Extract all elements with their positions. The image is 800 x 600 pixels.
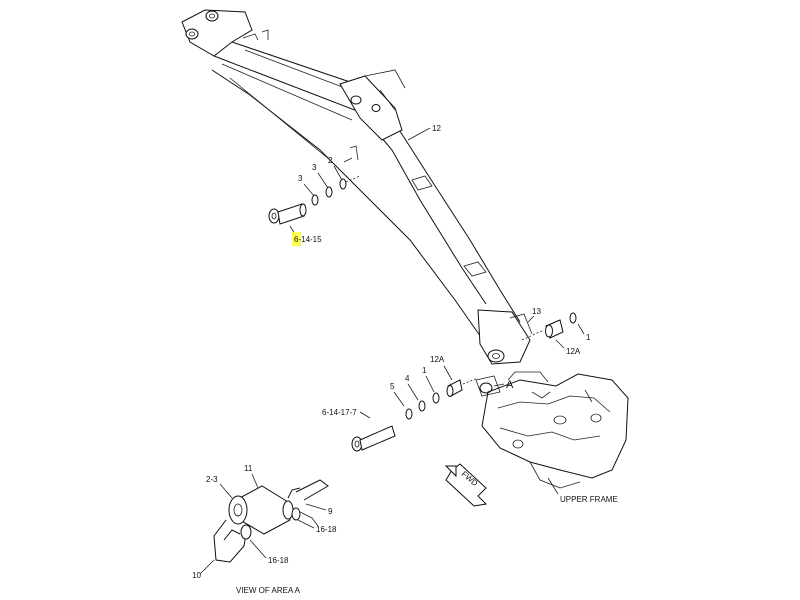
callout-9: 9 [328, 507, 333, 516]
area-a-marker [475, 375, 505, 397]
area-a-detail [213, 479, 329, 563]
label-view-of-area-a: VIEW OF AREA A [236, 586, 301, 595]
callout-3-lower: 3 [312, 163, 317, 172]
callout-4: 4 [405, 374, 410, 383]
callout-12a-left: 12A [430, 355, 445, 364]
label-upper-frame: UPPER FRAME [560, 495, 618, 504]
callout-2: 2 [328, 156, 333, 165]
upper-pin-group [268, 175, 361, 225]
callout-6-14-15: 6-14-15 [294, 235, 322, 244]
callout-13: 13 [532, 307, 541, 316]
callout-1-right: 1 [586, 333, 591, 342]
callout-16-18-left: 16-18 [268, 556, 289, 565]
lower-pin-group [351, 377, 479, 452]
callout-1-left: 1 [422, 366, 427, 375]
callout-3-upper: 3 [298, 174, 303, 183]
boom-assembly [181, 9, 533, 365]
callout-10: 10 [192, 571, 201, 580]
right-pin-group [521, 312, 577, 341]
callout-area-a: A [506, 379, 514, 391]
highlight-marker [292, 232, 301, 246]
callout-16-18-right: 16-18 [316, 525, 337, 534]
callout-12a-right: 12A [566, 347, 581, 356]
callout-11: 11 [244, 464, 253, 473]
fwd-arrow-icon [444, 463, 488, 507]
upper-frame [481, 371, 629, 489]
callout-6-14-17-7: 6-14-17-7 [322, 408, 357, 417]
callout-12: 12 [432, 124, 441, 133]
callout-5: 5 [390, 382, 395, 391]
callout-2-3: 2-3 [206, 475, 218, 484]
